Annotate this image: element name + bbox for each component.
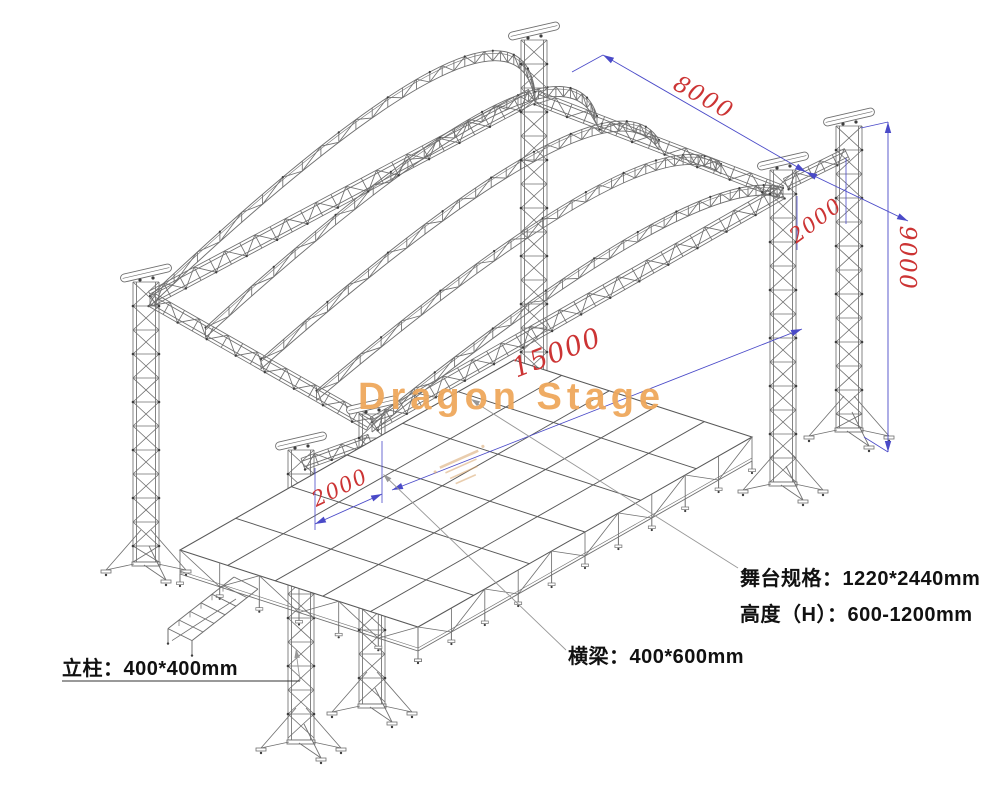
annotation-beam: 横梁：400*600mm <box>568 646 745 668</box>
dimension-lines <box>314 54 909 530</box>
tower-front-right <box>737 151 829 507</box>
annotation-stage-spec: 舞台规格：1220*2440mm <box>740 568 981 590</box>
tower-far-right <box>803 107 895 453</box>
roof-truss-linework <box>147 49 850 471</box>
faint-stamp-mark <box>433 444 485 485</box>
annotation-column: 立柱：400*400mm <box>62 658 239 680</box>
stage-deck-linework <box>176 359 756 665</box>
brand-watermark: Dragon Stage <box>358 376 666 418</box>
dim-label-total-height: 9000 <box>894 226 920 291</box>
annotation-stage-spec-block: 舞台规格：1220*2440mm 高度（H）：600-1200mm <box>740 562 980 634</box>
dim-label-roof-depth: 8000 <box>669 71 738 125</box>
staircase-linework <box>166 576 259 657</box>
annotation-leaders <box>62 399 739 682</box>
roof-arch-truss-2 <box>204 85 599 338</box>
tower-back-left <box>100 263 192 587</box>
roof-arch-truss-1 <box>148 49 537 307</box>
annotation-stage-height: 高度（H）：600-1200mm <box>740 604 973 626</box>
roof-arch-truss-4 <box>315 153 723 401</box>
